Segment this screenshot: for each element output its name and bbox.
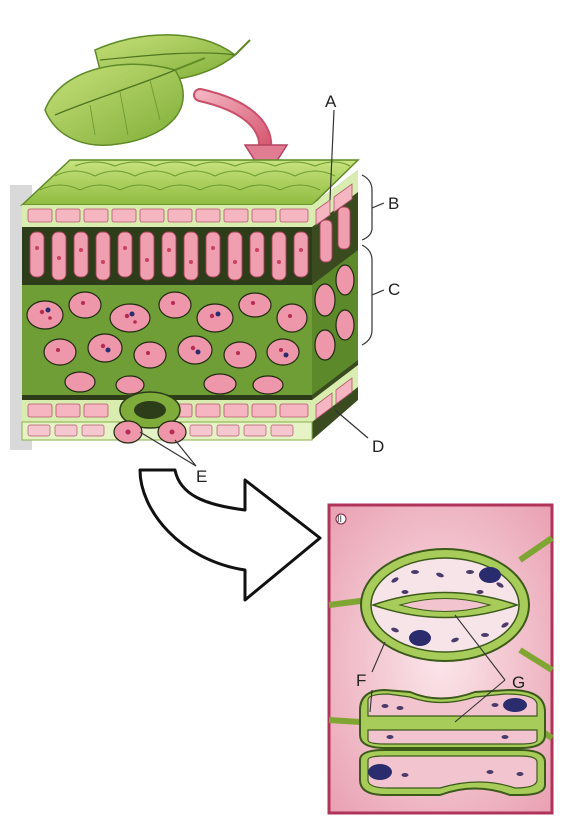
label-c: C: [388, 280, 400, 299]
inset-corner-mark: II: [337, 514, 342, 524]
label-f: F: [356, 671, 366, 690]
white-curved-arrow: [140, 470, 320, 600]
label-e: E: [196, 467, 207, 486]
leaf-cross-section: [10, 160, 358, 450]
label-b: B: [388, 194, 399, 213]
stomata-inset-panel: [329, 505, 552, 813]
label-a: A: [325, 92, 337, 111]
closed-stoma: [329, 690, 552, 795]
label-g: G: [512, 673, 525, 692]
leaf-illustration: [45, 35, 250, 145]
label-d: D: [372, 437, 384, 456]
